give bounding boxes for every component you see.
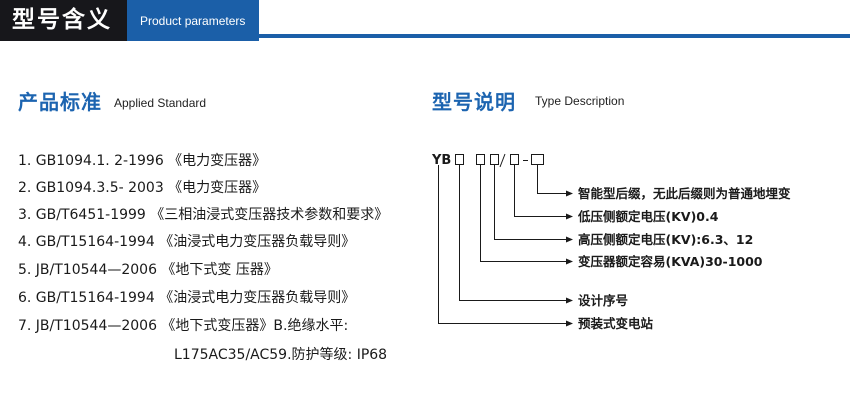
page-title: 型号含义 (12, 7, 112, 33)
leader-smart-suffix (537, 165, 571, 194)
standard-item-6: 6. GB/T15164-1994 《油浸式电力变压器负载导则》 (18, 290, 356, 306)
standard-item-7-continuation: L175AC35/AC59.防护等级: IP68 (174, 347, 388, 363)
header-subtitle-block (127, 0, 259, 41)
label-smart-suffix: 智能型后缀，无此后缀则为普通地埋变 (578, 186, 791, 201)
header-title-block (0, 0, 127, 41)
leader-prefab-substation (438, 165, 571, 324)
type-code-prefix: YB (432, 153, 452, 168)
slot-lv-voltage (510, 154, 519, 165)
label-design-number: 设计序号 (578, 293, 629, 308)
label-lv-voltage: 低压侧额定电压(KV)0.4 (578, 209, 719, 224)
standards-subtitle: Applied Standard (114, 96, 207, 110)
type-title: 型号说明 (432, 90, 516, 114)
slot-design-number (455, 154, 464, 165)
standards-title: 产品标准 (18, 90, 102, 114)
type-subtitle: Type Description (535, 94, 625, 108)
header-divider (259, 34, 850, 38)
slot-capacity (476, 154, 485, 165)
header-bar: 型号含义 Product parameters (0, 0, 850, 41)
standard-item-4: 4. GB/T15164-1994 《油浸式电力变压器负载导则》 (18, 234, 356, 250)
slot-smart-suffix (531, 154, 544, 165)
leader-design-number (459, 165, 571, 301)
slot-hv-voltage (490, 154, 499, 165)
label-prefab-substation: 预装式变电站 (578, 316, 654, 331)
page-subtitle: Product parameters (140, 14, 246, 28)
standard-item-1: 1. GB1094.1. 2-1996 《电力变压器》 (18, 153, 267, 169)
leader-hv-voltage (494, 165, 571, 240)
label-hv-voltage: 高压侧额定电压(KV):6.3、12 (578, 232, 754, 247)
standard-item-3: 3. GB/T6451-1999 《三相油浸式变压器技术参数和要求》 (18, 207, 389, 223)
standard-item-5: 5. JB/T10544—2006 《地下式变 压器》 (18, 262, 278, 278)
standard-item-2: 2. GB1094.3.5- 2003 《电力变压器》 (18, 180, 267, 196)
leader-capacity (480, 165, 571, 262)
slash-separator (499, 153, 506, 168)
label-capacity: 变压器额定容易(KVA)30-1000 (578, 254, 763, 269)
standard-item-7: 7. JB/T10544—2006 《地下式变压器》B.绝缘水平: (18, 318, 349, 334)
leader-lv-voltage (514, 165, 571, 217)
